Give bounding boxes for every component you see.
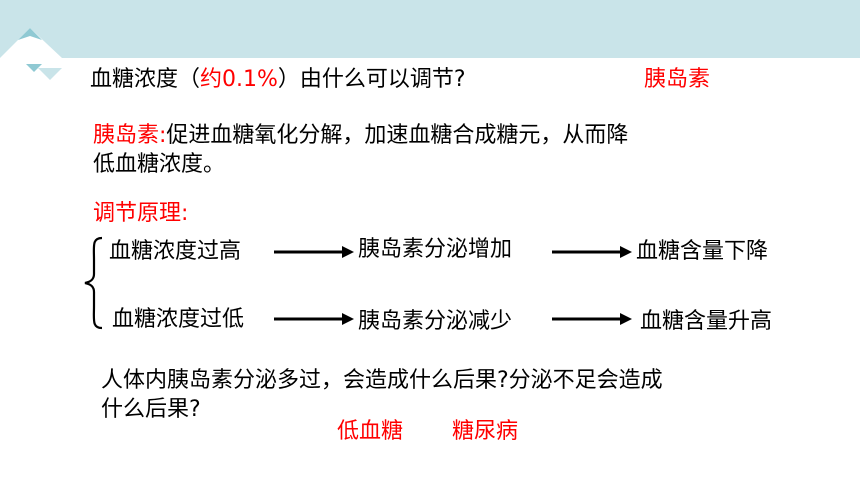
row2-response: 胰岛素分泌减少 [358, 309, 513, 334]
brace-icon [84, 236, 103, 330]
question-part1: 血糖浓度（ [90, 67, 201, 92]
arrow-right-icon [552, 313, 632, 325]
insulin-role-label: 胰岛素: [93, 123, 167, 148]
question-part3: ）由什么可以调节? [277, 67, 466, 92]
header-band [0, 0, 860, 58]
followup-line1: 人体内胰岛素分泌多过，会造成什么后果?分泌不足会造成 [101, 368, 663, 393]
row2-result: 血糖含量升高 [640, 309, 773, 334]
row1-cause: 血糖浓度过高 [109, 239, 242, 264]
row1-response: 胰岛素分泌增加 [358, 237, 513, 262]
arrow-right-icon [274, 313, 354, 325]
followup-line2: 什么后果? [101, 397, 201, 422]
mountain-decoration-icon [0, 28, 62, 80]
principle-title: 调节原理: [93, 201, 189, 226]
arrow-right-icon [274, 246, 354, 258]
insulin-role-text: 促进血糖氧化分解，加速血糖合成糖元，从而降 [166, 123, 629, 148]
insulin-role-line1: 胰岛素:促进血糖氧化分解，加速血糖合成糖元，从而降 [93, 122, 628, 150]
question-line: 血糖浓度（约0.1%）由什么可以调节? [90, 66, 466, 94]
row2-cause: 血糖浓度过低 [112, 307, 245, 332]
row1-result: 血糖含量下降 [636, 239, 769, 264]
insulin-role-line2: 低血糖浓度。 [93, 152, 226, 177]
arrow-right-icon [552, 246, 632, 258]
question-answer: 胰岛素 [644, 67, 711, 92]
answer-diabetes: 糖尿病 [452, 419, 519, 444]
question-highlight: 约0.1% [200, 67, 278, 92]
answer-hypoglycemia: 低血糖 [337, 419, 404, 444]
